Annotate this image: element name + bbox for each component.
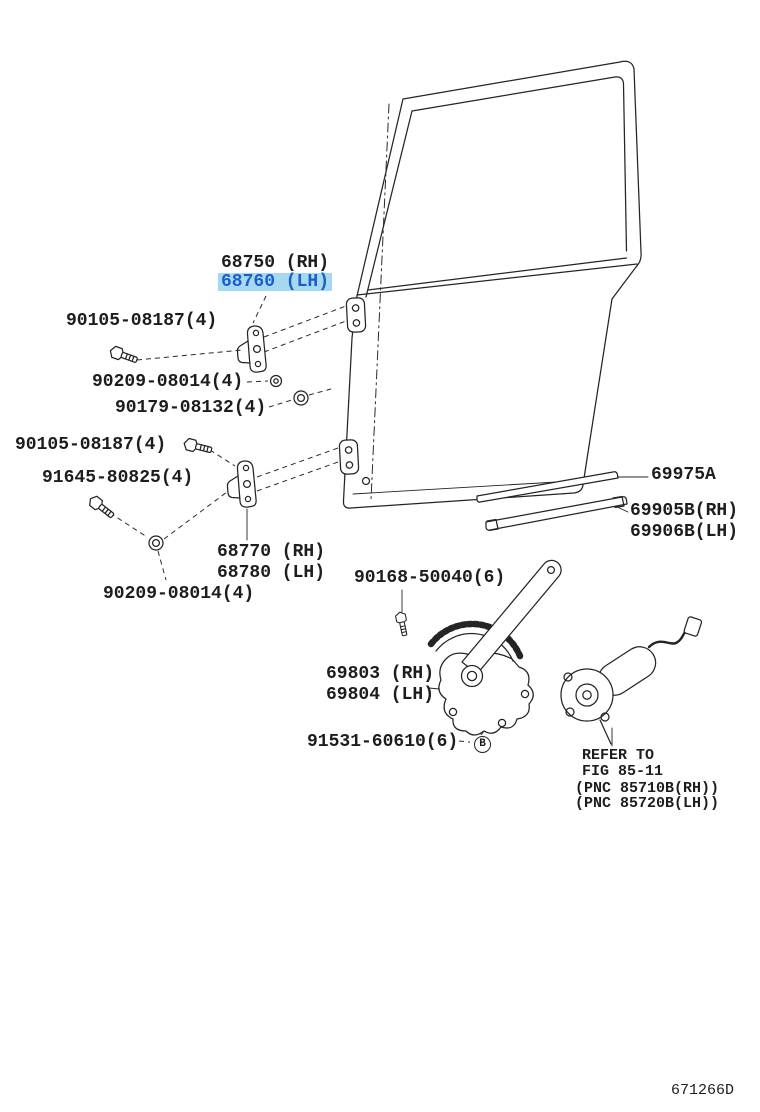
- door-hinge-mount-upper: [345, 297, 367, 333]
- regulator-motor: [560, 616, 703, 745]
- label-hinge-lower-washer: 90209-08014(4): [103, 584, 255, 604]
- rear-door-panel: [342, 60, 642, 509]
- label-hinge-upper-washer: 90209-08014(4): [92, 372, 244, 392]
- marker-b-circle: B: [474, 736, 491, 753]
- label-weatherstrip-rh: 69905B(RH): [630, 501, 739, 521]
- glass-run-strip: [476, 471, 619, 503]
- label-hinge-upper-lh-highlighted: 68760 (LH): [218, 273, 333, 291]
- label-hinge-upper-rh: 68750 (RH): [221, 253, 330, 273]
- note-refer-to: REFER TO: [582, 747, 655, 764]
- label-hinge-lower-bolt: 90105-08187(4): [15, 435, 167, 455]
- label-motor-bolt: 91531-60610(6): [307, 732, 459, 752]
- label-regulator-bolt: 90168-50040(6): [354, 568, 506, 588]
- window-regulator: [427, 559, 562, 736]
- label-hinge-upper-bolt: 90105-08187(4): [66, 311, 218, 331]
- weatherstrip-outer-strip: [485, 495, 628, 532]
- bolt-90105-upper: [107, 344, 140, 367]
- note-fig-ref: FIG 85-11: [582, 763, 664, 780]
- label-regulator-rh: 69803 (RH): [326, 664, 435, 684]
- bolt-91645: [86, 493, 117, 522]
- washer-90209-upper: [269, 374, 283, 388]
- bolt-90105-lower: [182, 437, 214, 457]
- label-hinge-lower-rh: 68770 (RH): [217, 542, 326, 562]
- label-weatherstrip-lh: 69906B(LH): [630, 522, 739, 542]
- note-pnc-rh: (PNC 85710B(RH)): [575, 780, 720, 797]
- label-hinge-upper-grommet: 90179-08132(4): [115, 398, 267, 418]
- label-glass-run: 69975A: [651, 465, 716, 485]
- figure-code: 671266D: [671, 1082, 735, 1099]
- lower-door-hinge: [226, 460, 257, 508]
- bolt-90168: [394, 610, 411, 638]
- grommet-90179: [293, 390, 309, 406]
- door-hinge-mount-lower: [338, 439, 360, 475]
- note-pnc-lh: (PNC 85720B(LH)): [575, 795, 720, 812]
- label-bolt-91645: 91645-80825(4): [42, 468, 194, 488]
- grommet-90209-lower: [148, 535, 164, 551]
- label-hinge-lower-lh: 68780 (LH): [217, 563, 326, 583]
- label-regulator-lh: 69804 (LH): [326, 685, 435, 705]
- upper-door-hinge: [236, 325, 267, 373]
